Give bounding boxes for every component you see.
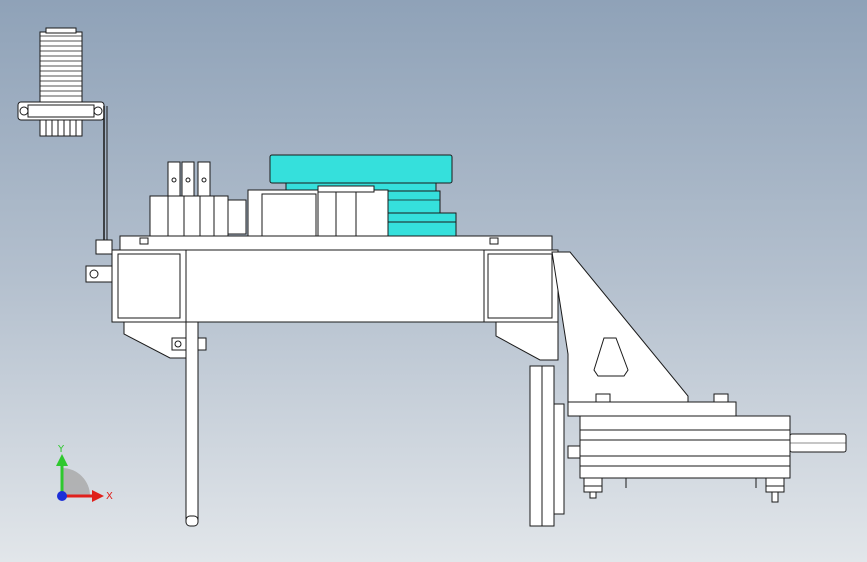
assembly-model[interactable] (17, 27, 847, 527)
x-axis-label: X (106, 491, 113, 502)
valve-stack[interactable] (149, 161, 247, 237)
coordinate-triad: Y X (56, 444, 113, 502)
triangular-gusset[interactable] (551, 251, 689, 409)
linear-actuator[interactable] (567, 415, 791, 479)
z-axis-dot (57, 491, 67, 501)
y-axis-label: Y (57, 444, 65, 455)
vertical-plate[interactable] (529, 365, 565, 527)
actuator-rod[interactable] (789, 433, 847, 453)
bottom-bolts (583, 477, 785, 503)
main-beam[interactable] (85, 249, 559, 323)
vertical-probe-left[interactable] (185, 321, 199, 527)
motor-housing[interactable] (247, 185, 389, 237)
main-top-plate[interactable] (119, 235, 553, 251)
cylinder-fins (40, 35, 82, 97)
finned-cylinder[interactable] (17, 27, 105, 137)
right-lower-bracket[interactable] (495, 321, 559, 361)
hanging-rod[interactable] (95, 106, 113, 255)
